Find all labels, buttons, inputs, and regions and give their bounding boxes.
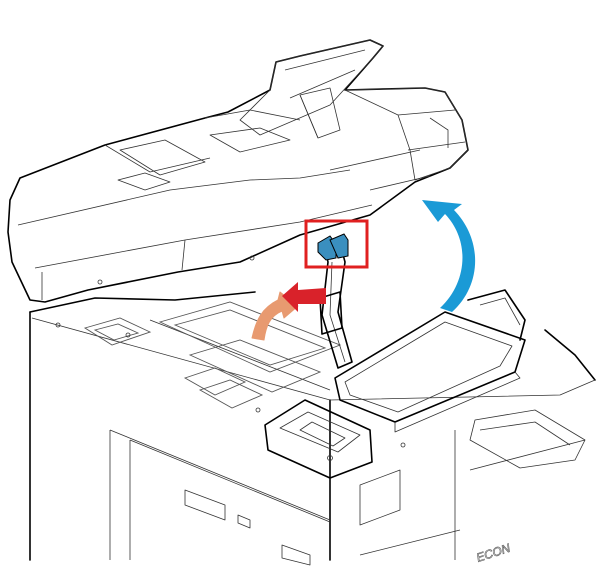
machine-body	[29, 289, 596, 566]
callout-box	[304, 219, 369, 269]
document-feeder	[7, 39, 469, 303]
turn-arrow-icon	[251, 291, 299, 341]
lift-arrow-icon	[422, 200, 476, 312]
push-arrow-icon	[282, 282, 326, 312]
stay-arm	[319, 242, 353, 369]
brand-mark: ECON	[475, 541, 513, 565]
hinge-latch	[317, 233, 349, 261]
